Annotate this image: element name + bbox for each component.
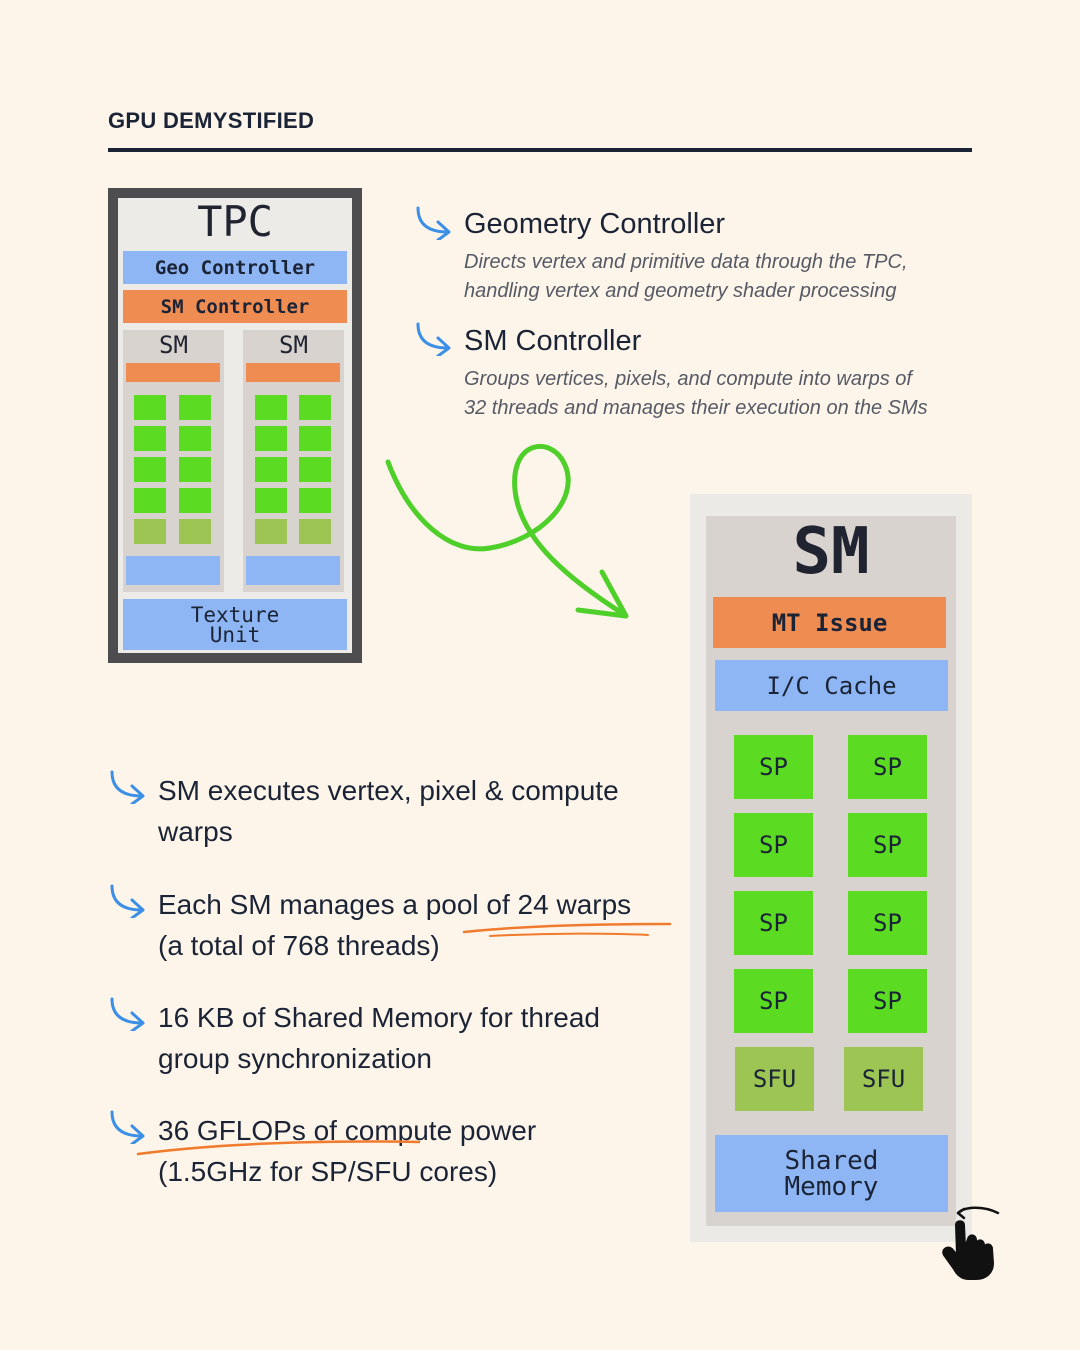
texture-unit-block: Texture Unit [123, 599, 347, 650]
sp-core: SP [734, 813, 813, 877]
bullet-1-line-2: warps [158, 816, 233, 847]
tpc-sm-left-sfu [134, 519, 166, 544]
bullet-1-line-1: SM executes vertex, pixel & compute [158, 775, 619, 806]
sm-controller-title: SM Controller [464, 325, 642, 357]
curved-arrow-icon [110, 1110, 145, 1144]
tpc-sm-left-core [134, 488, 166, 513]
sfu-unit: SFU [844, 1047, 923, 1111]
curved-arrow-icon [416, 206, 451, 240]
tpc-sm-right-core [299, 395, 331, 420]
tpc-sm-left-core [134, 426, 166, 451]
bullet-3-line-2: group synchronization [158, 1043, 432, 1074]
sp-core: SP [734, 969, 813, 1033]
sm-title: SM [792, 515, 870, 589]
geo-controller-block: Geo Controller [123, 251, 347, 284]
shared-memory-block: Shared Memory [715, 1135, 948, 1212]
tpc-sm-right-core [299, 488, 331, 513]
sm-controller-desc-2: 32 threads and manages their execution o… [464, 397, 928, 419]
sp-core: SP [734, 891, 813, 955]
sm-controller-block: SM Controller [123, 290, 347, 323]
bullet-2-line-1: Each SM manages a pool of 24 warps [158, 889, 632, 920]
orange-underline [462, 922, 672, 937]
sp-core: SP [848, 969, 927, 1033]
shared-memory-label: Shared Memory [784, 1145, 879, 1202]
tpc-sm-right-sfu [255, 519, 287, 544]
curved-arrow-icon [110, 997, 145, 1031]
sp-core: SP [734, 735, 813, 799]
tpc-sm-left-core [179, 426, 211, 451]
tpc-sm-left-core [134, 457, 166, 482]
tpc-sm-left-issue [126, 363, 220, 382]
tpc-sm-right-memory [246, 556, 340, 585]
tpc-sm-right-sfu [299, 519, 331, 544]
geometry-controller-title: Geometry Controller [464, 208, 726, 240]
bullet-4-line-2: (1.5GHz for SP/SFU cores) [158, 1156, 498, 1187]
tpc-sm-left-memory [126, 556, 220, 585]
tpc-sm-left-core [134, 395, 166, 420]
texture-unit-label: Texture Unit [190, 602, 280, 647]
curved-arrow-icon [110, 884, 145, 918]
tpc-sm-right-core [299, 457, 331, 482]
tpc-sm-right-core [255, 395, 287, 420]
hand-pointer-icon [942, 1206, 1000, 1280]
tpc-sm-right-core [255, 426, 287, 451]
bullet-2-line-2: (a total of 768 threads) [158, 930, 440, 961]
tpc-sm-right-label: SM [279, 331, 308, 359]
sm-controller-desc-1: Groups vertices, pixels, and compute int… [464, 368, 912, 390]
tpc-title: TPC [197, 197, 273, 246]
mt-issue-block: MT Issue [713, 597, 946, 648]
sfu-unit: SFU [735, 1047, 814, 1111]
sp-core: SP [848, 813, 927, 877]
tpc-sm-left-core [179, 488, 211, 513]
tpc-sm-left-label: SM [159, 331, 188, 359]
curved-arrow-icon [110, 770, 145, 804]
loop-arrow-icon [385, 443, 629, 619]
geometry-controller-desc-1: Directs vertex and primitive data throug… [464, 251, 908, 273]
tpc-sm-left-sfu [179, 519, 211, 544]
sp-core: SP [848, 735, 927, 799]
ic-cache-block: I/C Cache [715, 660, 948, 711]
sp-core: SP [848, 891, 927, 955]
tpc-sm-left-core [179, 457, 211, 482]
geometry-controller-desc-2: handling vertex and geometry shader proc… [464, 280, 897, 302]
tpc-sm-right-core [299, 426, 331, 451]
tpc-sm-left-core [179, 395, 211, 420]
tpc-sm-right-issue [246, 363, 340, 382]
bullet-3-line-1: 16 KB of Shared Memory for thread [158, 1002, 600, 1033]
header-divider [108, 148, 972, 152]
page-title: GPU DEMYSTIFIED [108, 108, 315, 133]
orange-underline [136, 1140, 421, 1156]
tpc-sm-right-core [255, 457, 287, 482]
curved-arrow-icon [416, 322, 451, 356]
tpc-sm-right-core [255, 488, 287, 513]
